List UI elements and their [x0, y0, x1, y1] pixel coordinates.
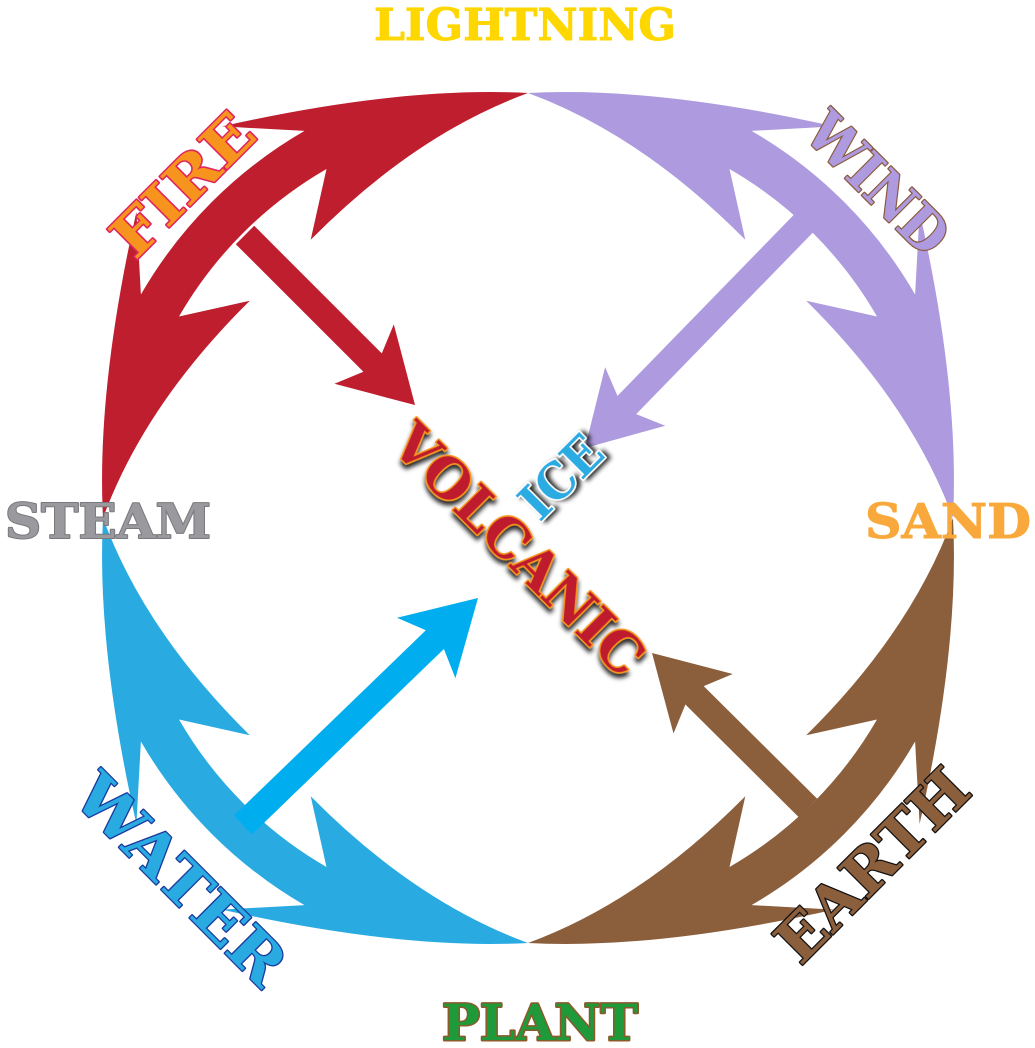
earth-to-volcanic-arrow	[652, 653, 818, 818]
label-steam: STEAM	[5, 494, 211, 550]
wind-to-ice-arrow	[585, 212, 815, 448]
label-sand: SAND	[865, 494, 1031, 550]
label-lightning: LIGHTNING	[374, 0, 676, 51]
water-to-volcanic-arrow	[234, 598, 478, 835]
fire-to-volcanic-arrow	[235, 225, 415, 405]
label-plant: PLANT	[442, 993, 638, 1048]
